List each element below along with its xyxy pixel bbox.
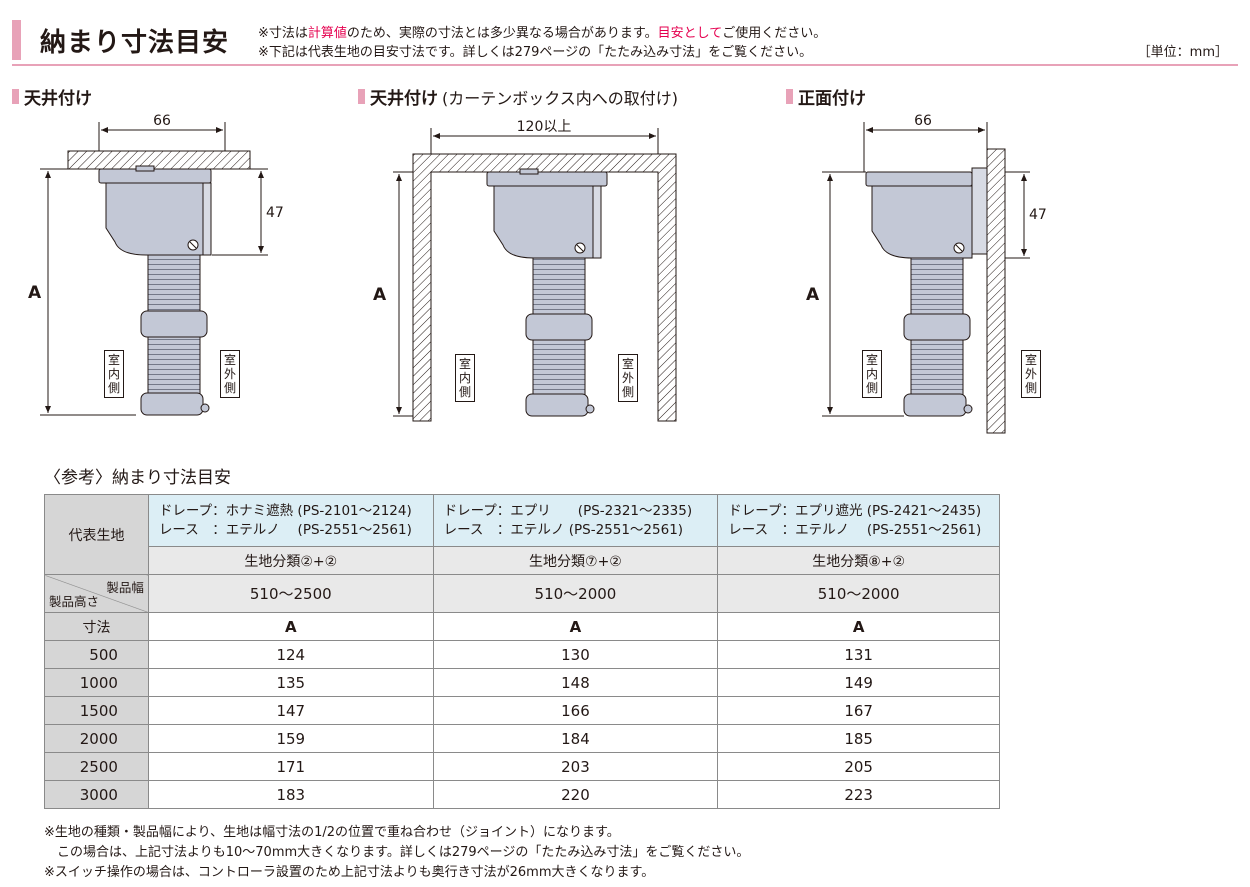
section-ceiling-title: 天井付け: [12, 84, 92, 109]
accordion-upper: [910, 257, 964, 317]
dim-height-label: 47: [266, 205, 284, 221]
installation-diagrams: 66 47 A 120以上 A 66 47 A: [28, 113, 1047, 434]
width-range: 510～2500: [147, 574, 434, 613]
dim-col-header: A: [147, 612, 434, 641]
diagram-front: [822, 122, 1030, 434]
reference-table: 代表生地 ドレープ：ホナミ遮熱 (PS-2101～2124)レース ：エテルノ …: [44, 494, 1000, 809]
footnotes: ※生地の種類・製品幅により、生地は幅寸法の1/2の位置で重ね合わせ（ジョイント）…: [44, 823, 749, 883]
dim-a-label: A: [28, 283, 42, 303]
accordion-lower: [910, 339, 964, 397]
header-note-2: ※下記は代表生地の目安寸法です。詳しくは279ページの「たたみ込み寸法」をご覧く…: [258, 45, 813, 60]
footnote: ※スイッチ操作の場合は、コントローラ設置のため上記寸法よりも奥行き寸法が26mm…: [44, 865, 655, 880]
dim-width-label: 66: [914, 113, 932, 129]
indoor-label: 室内側: [862, 350, 882, 398]
table-row: 2500 171 203 205: [44, 752, 1000, 781]
fabric-cell: ドレープ：エプリ (PS-2321～2335)レース ：エテルノ (PS-255…: [432, 494, 719, 547]
reference-title: 〈参考〉納まり寸法目安: [44, 468, 231, 488]
accordion-upper: [532, 257, 586, 317]
outdoor-label: 室外側: [618, 354, 638, 402]
table-row: 500 124 130 131: [44, 640, 1000, 669]
ceiling-board: [67, 150, 251, 170]
footnote: この場合は、上記寸法よりも10～70mm大きくなります。詳しくは279ページの「…: [44, 845, 750, 860]
fabric-class: 生地分類⑦+②: [432, 546, 719, 575]
fabric-class: 生地分類②+②: [147, 546, 434, 575]
dim-width-label: 120以上: [517, 119, 572, 135]
dim-col-header: A: [432, 612, 719, 641]
dim-width-label: 66: [153, 113, 171, 129]
header-diagonal-cell: 製品幅 製品高さ: [44, 574, 149, 613]
width-range: 510～2000: [432, 574, 719, 613]
dim-height-label: 47: [1029, 207, 1047, 223]
section-box-title: 天井付け(カーテンボックス内への取付け): [358, 84, 678, 109]
diagram-ceiling: [40, 122, 268, 416]
accordion-lower: [147, 336, 201, 396]
dim-a-label: A: [373, 285, 387, 305]
diagram-box: [393, 128, 677, 422]
fabric-class: 生地分類⑧+②: [717, 546, 1000, 575]
table-row: 1500 147 166 167: [44, 696, 1000, 725]
curtain-box: [412, 153, 677, 422]
header-notes: ※寸法は計算値のため、実際の寸法とは多少異なる場合があります。目安としてご使用く…: [258, 24, 826, 62]
table-row: 3000 183 220 223: [44, 780, 1000, 809]
wall: [986, 148, 1006, 434]
header-accent-bar: [12, 20, 21, 60]
indoor-label: 室内側: [455, 354, 475, 402]
header-divider: [12, 64, 1238, 66]
dim-col-header: A: [717, 612, 1000, 641]
accordion-lower: [532, 339, 586, 397]
dim-label: 寸法: [44, 612, 149, 641]
fabric-cell: ドレープ：ホナミ遮熱 (PS-2101～2124)レース ：エテルノ (PS-2…: [147, 494, 434, 547]
table-row: 1000 135 148 149: [44, 668, 1000, 697]
unit-label: ［単位：mm］: [1137, 45, 1228, 60]
page-title: 納まり寸法目安: [40, 28, 230, 58]
header-note-1: ※寸法は計算値のため、実際の寸法とは多少異なる場合があります。目安としてご使用く…: [258, 26, 827, 41]
section-front-title: 正面付け: [786, 84, 866, 109]
dim-a-label: A: [806, 285, 820, 305]
footnote: ※生地の種類・製品幅により、生地は幅寸法の1/2の位置で重ね合わせ（ジョイント）…: [44, 825, 620, 840]
fabric-label: 代表生地: [44, 494, 149, 575]
outdoor-label: 室外側: [220, 350, 240, 398]
fabric-cell: ドレープ：エプリ遮光 (PS-2421～2435)レース ：エテルノ (PS-2…: [717, 494, 1000, 547]
width-range: 510～2000: [717, 574, 1000, 613]
accordion-upper: [147, 254, 201, 314]
outdoor-label: 室外側: [1021, 350, 1041, 398]
table-row: 2000 159 184 185: [44, 724, 1000, 753]
indoor-label: 室内側: [104, 350, 124, 398]
